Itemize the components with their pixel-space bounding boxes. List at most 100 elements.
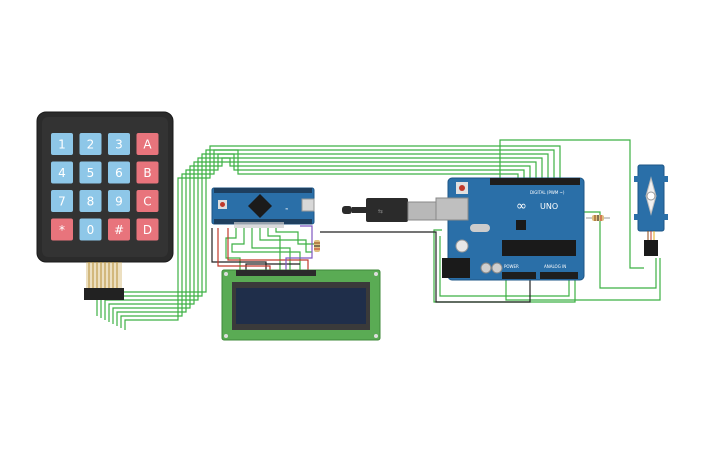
micro-infinity-logo: ∞ xyxy=(285,206,288,211)
uno-infinity-logo: ∞ xyxy=(516,199,527,214)
keypad-key-label: 0 xyxy=(87,223,95,237)
micro-header-bottom xyxy=(214,219,312,224)
keypad-key-face xyxy=(136,161,159,184)
keypad-key-hash[interactable]: # xyxy=(108,218,130,241)
keypad-key-face xyxy=(108,161,130,184)
keypad-key-label: 9 xyxy=(115,195,123,209)
keypad-key-d[interactable]: D xyxy=(136,218,159,241)
keypad-key-1[interactable]: 1 xyxy=(51,133,73,155)
usb-cable-tip xyxy=(342,206,352,214)
keypad-key-label: 4 xyxy=(58,166,66,180)
keypad[interactable]: 1 2 3 A 4 5 6 B 7 8 9 C * 0 # D xyxy=(36,111,174,300)
keypad-key-face xyxy=(51,161,73,184)
servo-connector[interactable] xyxy=(644,240,658,256)
micro-reset-dot xyxy=(220,202,225,207)
keypad-key-face xyxy=(108,218,130,241)
keypad-key-2[interactable]: 2 xyxy=(79,133,102,155)
keypad-key-a[interactable]: A xyxy=(136,133,159,155)
keypad-key-label: 8 xyxy=(87,195,95,209)
uno-capacitor-2 xyxy=(491,262,503,274)
servo-tab-bottom xyxy=(634,214,668,220)
lcd-header[interactable] xyxy=(236,270,316,276)
usb-cable-label: ⇆ xyxy=(378,208,383,215)
black-wires xyxy=(211,228,531,303)
arduino-uno[interactable]: DIGITAL (PWM ~) ∞ UNO POWER ANALOG IN xyxy=(435,177,585,281)
keypad-key-3[interactable]: 3 xyxy=(108,133,130,155)
uno-power-jack[interactable] xyxy=(442,258,470,278)
micro-chip xyxy=(248,194,272,218)
keypad-key-0[interactable]: 0 xyxy=(79,218,102,241)
keypad-key-face xyxy=(136,190,159,212)
keypad-key-face xyxy=(136,133,159,155)
uno-crystal xyxy=(470,224,490,232)
uno-small-chip xyxy=(516,220,526,230)
usb-cable-wire xyxy=(352,207,366,213)
uno-analog-label: ANALOG IN xyxy=(544,264,566,269)
lcd-mount-hole-tr xyxy=(374,272,378,276)
keypad-ribbon-traces xyxy=(88,262,118,290)
keypad-key-8[interactable]: 8 xyxy=(79,190,102,212)
lcd-mount-hole-tl xyxy=(224,272,228,276)
purple-wires xyxy=(285,225,313,272)
keypad-key-face xyxy=(108,133,130,155)
servo-motor[interactable] xyxy=(634,164,668,256)
lcd-screen xyxy=(236,288,366,324)
keypad-key-b[interactable]: B xyxy=(136,161,159,184)
keypad-key-label: D xyxy=(143,223,152,237)
usb-cable-plug xyxy=(366,198,408,222)
keypad-key-label: C xyxy=(143,195,151,209)
keypad-key-c[interactable]: C xyxy=(136,190,159,212)
keypad-key-face xyxy=(79,133,102,155)
keypad-key-star[interactable]: * xyxy=(51,218,73,241)
keypad-key-label: A xyxy=(143,138,152,152)
keypad-key-label: 5 xyxy=(87,166,95,180)
uno-power-header[interactable] xyxy=(502,272,536,279)
uno-digital-header[interactable] xyxy=(490,178,580,185)
keypad-key-face xyxy=(108,190,130,212)
keypad-key-6[interactable]: 6 xyxy=(108,161,130,184)
keypad-ribbon xyxy=(86,262,122,288)
micro-header-top xyxy=(214,188,312,193)
keypad-header xyxy=(84,288,124,300)
keypad-key-label: 3 xyxy=(115,138,123,152)
usb-cable-connector xyxy=(407,201,439,221)
uno-regulator xyxy=(455,239,469,253)
keypad-key-label: B xyxy=(143,166,151,180)
keypad-key-label: * xyxy=(59,223,65,237)
keypad-key-label: 1 xyxy=(58,138,66,152)
uno-analog-header[interactable] xyxy=(540,272,578,279)
uno-digital-label: DIGITAL (PWM ~) xyxy=(530,190,565,195)
lcd-mount-hole-bl xyxy=(224,334,228,338)
keypad-key-label: 7 xyxy=(58,195,66,209)
resistor-uno[interactable] xyxy=(586,215,610,221)
red-wires xyxy=(217,228,309,272)
lcd-mount-hole-br xyxy=(374,334,378,338)
uno-capacitor-1 xyxy=(480,262,492,274)
uno-mcu-chip xyxy=(502,240,576,256)
keypad-key-face xyxy=(51,190,73,212)
uno-usb-port[interactable] xyxy=(435,197,469,221)
micro-usb-port[interactable] xyxy=(301,198,315,212)
keypad-key-9[interactable]: 9 xyxy=(108,190,130,212)
uno-brand-label: UNO xyxy=(540,202,558,211)
arduino-micro[interactable]: ∞ xyxy=(211,187,315,228)
keypad-key-face xyxy=(79,190,102,212)
uno-reset-dot xyxy=(459,185,465,191)
keypad-key-label: 6 xyxy=(115,166,123,180)
micro-pins-strip xyxy=(234,222,284,228)
usb-cable: ⇆ xyxy=(342,198,439,222)
keypad-key-label: # xyxy=(114,223,124,237)
keypad-key-4[interactable]: 4 xyxy=(51,161,73,184)
servo-hub xyxy=(646,191,656,201)
keypad-key-label: 2 xyxy=(87,138,95,152)
keypad-key-face xyxy=(79,218,102,241)
keypad-key-5[interactable]: 5 xyxy=(79,161,102,184)
lcd-display[interactable] xyxy=(221,269,381,341)
keypad-key-7[interactable]: 7 xyxy=(51,190,73,212)
resistor-micro[interactable] xyxy=(314,240,320,252)
uno-power-label: POWER xyxy=(504,264,519,269)
keypad-key-face xyxy=(51,218,73,241)
keypad-key-face xyxy=(136,218,159,241)
